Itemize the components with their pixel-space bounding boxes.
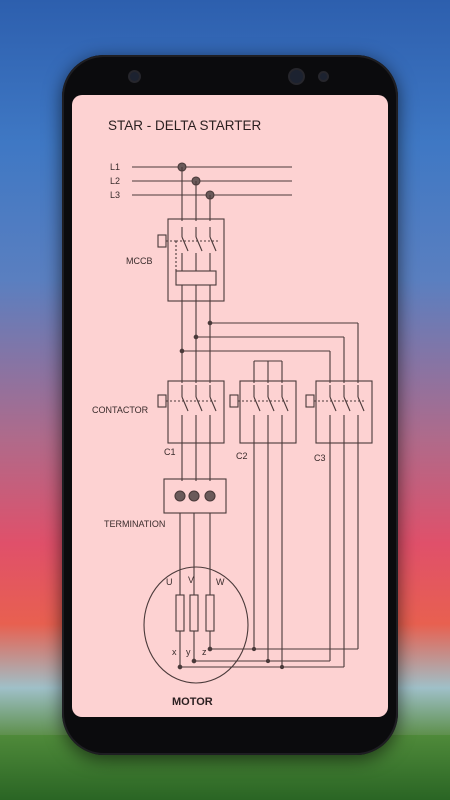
contactor-c1-label: C1	[164, 447, 176, 457]
motor-terminal-x: x	[172, 647, 177, 657]
termination-label: TERMINATION	[104, 519, 165, 529]
contactor-label: CONTACTOR	[92, 405, 149, 415]
termination-block	[163, 478, 227, 514]
line-label-l1: L1	[110, 162, 120, 172]
contactor-c3-label: C3	[314, 453, 326, 463]
front-camera-icon	[130, 72, 139, 81]
motor-terminal-z: z	[202, 647, 207, 657]
mccb-label: MCCB	[126, 256, 153, 266]
sensor-dot-icon	[320, 73, 327, 80]
winding-u	[175, 594, 185, 632]
diagram-title: STAR - DELTA STARTER	[108, 118, 262, 133]
mccb-trip-unit	[175, 270, 217, 286]
winding-v	[189, 594, 199, 632]
app-screen: STAR - DELTA STARTER L1 L2 L3 MCCB CONTA…	[72, 95, 388, 717]
motor-terminal-v: V	[188, 575, 194, 585]
motor-terminal-u: U	[166, 577, 173, 587]
contactor-c2-label: C2	[236, 451, 248, 461]
motor-label: MOTOR	[172, 696, 213, 708]
motor-casing	[143, 566, 249, 684]
line-label-l2: L2	[110, 176, 120, 186]
winding-w	[205, 594, 215, 632]
sensor-icon	[290, 70, 303, 83]
line-label-l3: L3	[110, 190, 120, 200]
motor-terminal-w: W	[216, 577, 225, 587]
motor-terminal-y: y	[186, 647, 191, 657]
star-delta-wiring-diagram: STAR - DELTA STARTER L1 L2 L3 MCCB CONTA…	[92, 118, 373, 708]
